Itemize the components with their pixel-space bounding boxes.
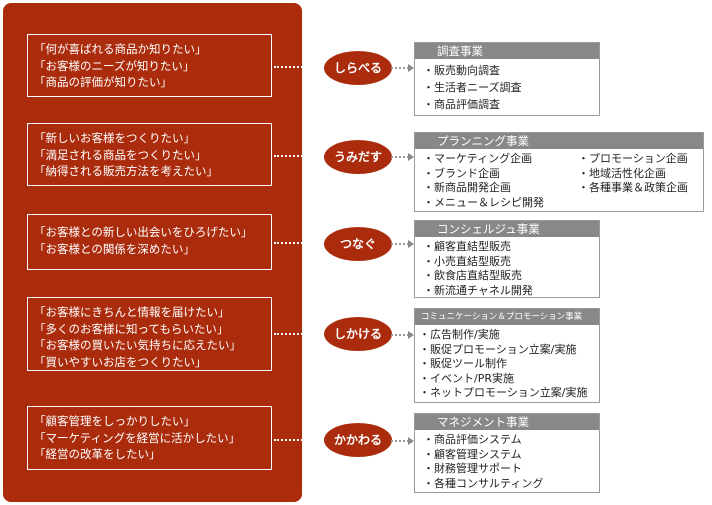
- business-item: ・顧客管理システム: [423, 447, 522, 461]
- connector: [391, 243, 409, 245]
- business-card: コミュニケーション＆プロモーション事業 ・広告制作/実施 ・販促プロモーション立…: [414, 308, 600, 403]
- arrow-icon: [319, 63, 325, 71]
- need-text: 「新しいお客様をつくりたい」: [34, 131, 195, 145]
- needs-box: 「顧客管理をしっかりしたい」 「マーケティングを経営に活かしたい」 「経営の改革…: [27, 406, 272, 470]
- business-item: ・販促プロモーション立案/実施: [419, 342, 577, 356]
- business-item: ・小売直結型販売: [423, 254, 511, 268]
- need-text: 「お客様にきちんと情報を届けたい」: [34, 305, 230, 319]
- verb-oval: かかわる: [324, 423, 392, 457]
- business-item: ・飲食店直結型販売: [423, 269, 522, 283]
- connector: [274, 66, 322, 68]
- business-card: コンシェルジュ事業 ・顧客直結型販売 ・小売直結型販売 ・飲食店直結型販売 ・新…: [414, 220, 600, 298]
- arrow-icon: [319, 239, 325, 247]
- need-text: 「多くのお客様に知ってもらいたい」: [34, 321, 229, 336]
- business-item: ・イベント/PR実施: [419, 371, 514, 385]
- business-item: ・財務管理サポート: [423, 462, 522, 476]
- verb-oval: つなぐ: [324, 227, 392, 261]
- connector: [391, 334, 409, 336]
- arrow-icon: [408, 331, 414, 339]
- business-item: ・各種事業＆政策企画: [578, 181, 688, 195]
- arrow-icon: [408, 437, 414, 445]
- needs-box: 「何が喜ばれる商品か知りたい」 「お客様のニーズが知りたい」 「商品の評価が知り…: [27, 34, 272, 97]
- connector: [274, 155, 322, 157]
- business-item: ・各種コンサルティング: [423, 476, 544, 490]
- need-text: 「満足される商品をつくりたい」: [34, 147, 207, 162]
- arrow-icon: [319, 152, 325, 160]
- business-item: ・プロモーション企画: [578, 152, 688, 165]
- business-title: 調査事業: [415, 43, 599, 59]
- business-card: 調査事業 ・販売動向調査 ・生活者ニーズ調査 ・商品評価調査: [414, 42, 600, 116]
- verb-oval: しかける: [324, 317, 392, 351]
- business-title: コンシェルジュ事業: [415, 221, 599, 237]
- business-title: マネジメント事業: [415, 414, 599, 430]
- needs-box: 「お客様にきちんと情報を届けたい」 「多くのお客様に知ってもらいたい」 「お客様…: [27, 297, 272, 371]
- business-item: ・販促ツール制作: [419, 357, 507, 371]
- need-text: 「経営の改革をしたい」: [34, 447, 161, 461]
- connector: [391, 67, 409, 69]
- need-text: 「何が喜ばれる商品か知りたい」: [34, 42, 207, 56]
- business-item: ・地域活性化企画: [578, 166, 666, 180]
- need-text: 「お客様との新しい出会いをひろげたい」: [34, 225, 253, 239]
- business-item: ・新流通チャネル開発: [423, 283, 533, 297]
- verb-oval: しらべる: [324, 51, 392, 85]
- arrow-icon: [319, 436, 325, 444]
- need-text: 「納得される販売方法を考えたい」: [34, 164, 218, 178]
- arrow-icon: [319, 330, 325, 338]
- business-item: ・商品評価システム: [423, 433, 522, 446]
- arrow-icon: [408, 64, 414, 72]
- arrow-icon: [408, 240, 414, 248]
- business-item: ・広告制作/実施: [419, 328, 500, 341]
- business-item: ・生活者ニーズ調査: [423, 81, 522, 94]
- connector: [391, 156, 409, 158]
- need-text: 「顧客管理をしっかりしたい」: [34, 414, 195, 428]
- business-item: ・顧客直結型販売: [423, 240, 511, 253]
- need-text: 「お客様の買いたい気持ちに応えたい」: [34, 338, 241, 352]
- needs-box: 「お客様との新しい出会いをひろげたい」 「お客様との関係を深めたい」: [27, 214, 272, 270]
- connector: [274, 439, 322, 441]
- business-item: ・新商品開発企画: [423, 181, 511, 195]
- need-text: 「お客様のニーズが知りたい」: [34, 58, 195, 73]
- arrow-icon: [408, 153, 414, 161]
- need-text: 「買いやすいお店をつくりたい」: [34, 354, 207, 369]
- need-text: 「商品の評価が知りたい」: [34, 75, 172, 89]
- business-item: ・販売動向調査: [423, 64, 500, 77]
- business-card: マネジメント事業 ・商品評価システム ・顧客管理システム ・財務管理サポート ・…: [414, 413, 600, 493]
- connector: [274, 242, 322, 244]
- need-text: 「マーケティングを経営に活かしたい」: [34, 430, 241, 445]
- business-title: プランニング事業: [415, 133, 703, 149]
- connector: [391, 440, 409, 442]
- connector: [274, 333, 322, 335]
- business-item: ・マーケティング企画: [423, 152, 533, 165]
- business-item: ・メニュー＆レシピ開発: [423, 195, 544, 209]
- business-item: ・商品評価調査: [423, 98, 500, 111]
- business-item: ・ブランド企画: [423, 166, 500, 180]
- business-title: コミュニケーション＆プロモーション事業: [415, 309, 599, 325]
- business-card: プランニング事業 ・マーケティング企画 ・ブランド企画 ・新商品開発企画 ・メニ…: [414, 132, 704, 212]
- business-item: ・ネットプロモーション立案/実施: [419, 386, 588, 400]
- needs-box: 「新しいお客様をつくりたい」 「満足される商品をつくりたい」 「納得される販売方…: [27, 123, 272, 186]
- verb-oval: うみだす: [324, 140, 392, 174]
- need-text: 「お客様との関係を深めたい」: [34, 241, 195, 256]
